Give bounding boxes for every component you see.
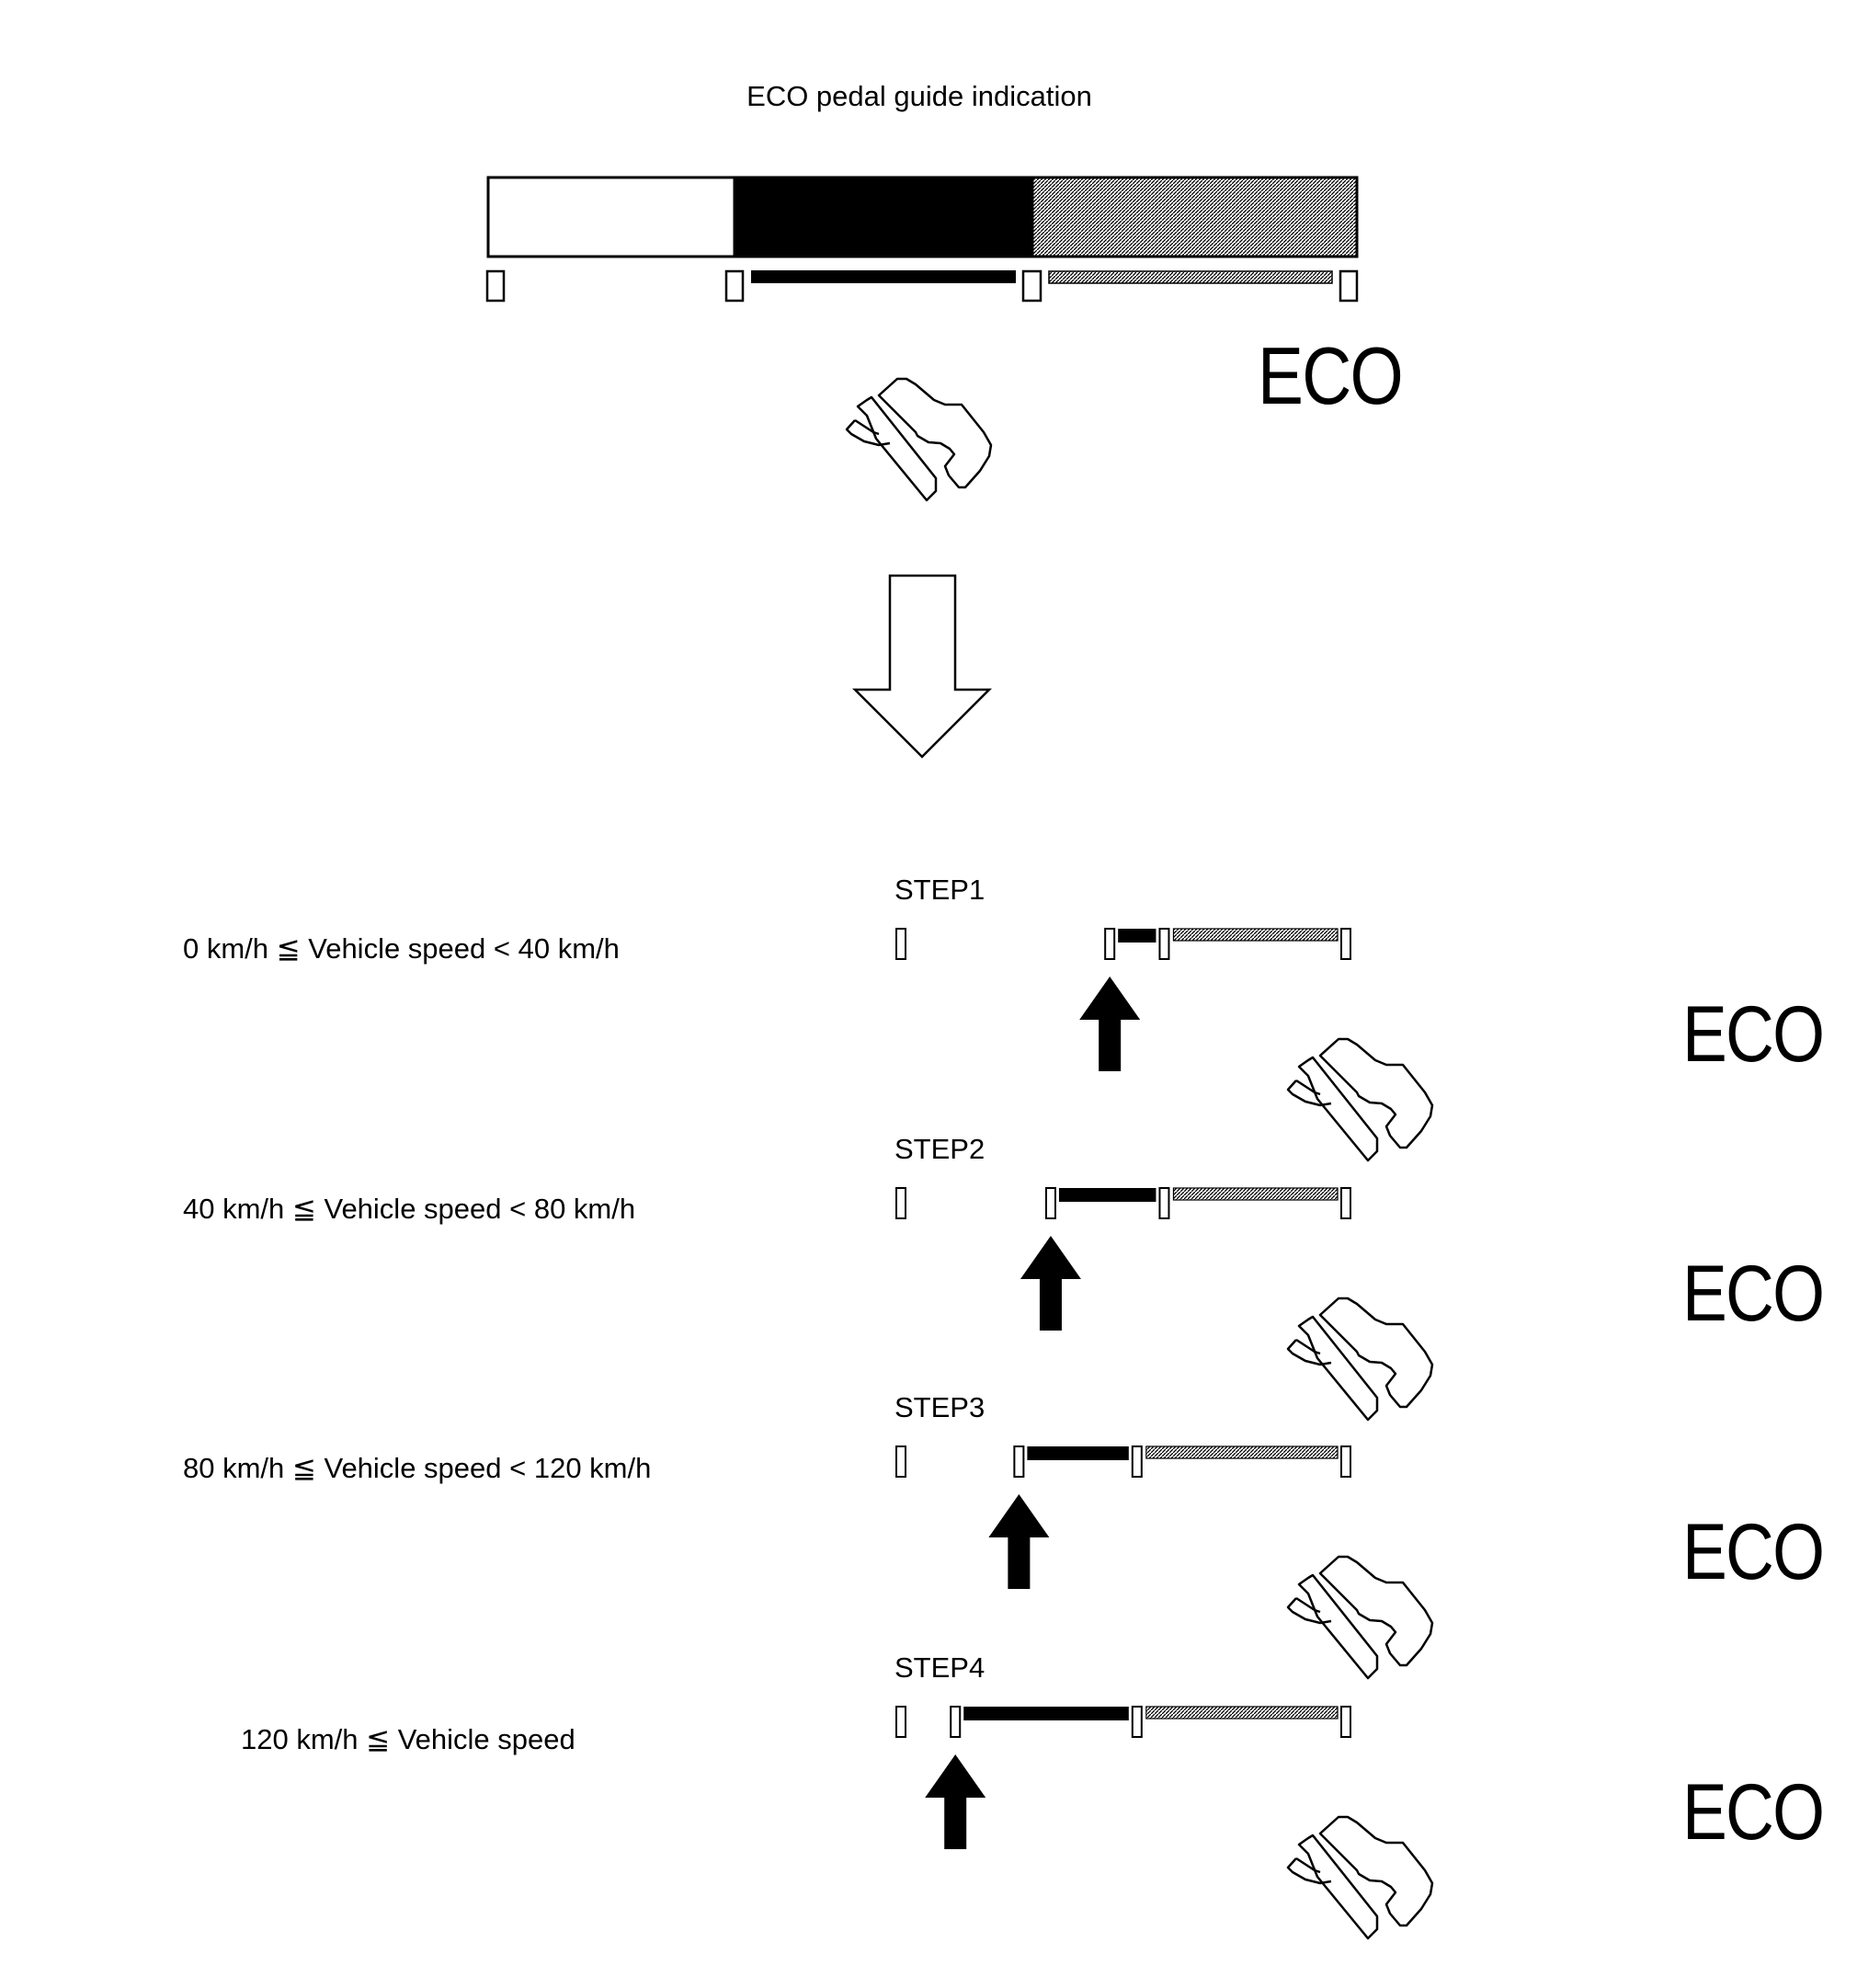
- eco-label: ECO: [1682, 1508, 1825, 1596]
- step-label: STEP4: [894, 1651, 985, 1684]
- speed-condition: 80 km/h ≦ Vehicle speed < 120 km/h: [183, 1452, 652, 1484]
- scale-marker: [895, 928, 906, 960]
- up-arrow-icon: [1020, 1236, 1081, 1331]
- step-label: STEP3: [894, 1391, 985, 1423]
- scale-marker: [1339, 269, 1359, 303]
- accelerator-pedal-icon: [1286, 1815, 1434, 1940]
- scale-marker: [895, 1706, 906, 1738]
- speed-condition: 40 km/h ≦ Vehicle speed < 80 km/h: [183, 1193, 636, 1225]
- eco-label: ECO: [1682, 1250, 1825, 1338]
- eco-range-bar: [1145, 1445, 1339, 1459]
- eco-range-bar: [1048, 270, 1333, 284]
- accelerator-pedal-icon: [1286, 1555, 1434, 1680]
- guide-range-bar: [1118, 929, 1156, 943]
- scale-marker: [1158, 1187, 1170, 1219]
- eco-indicator-label: ECO: [1258, 330, 1404, 421]
- scale-marker: [1044, 1187, 1056, 1219]
- accelerator-pedal-icon: [845, 377, 993, 502]
- bar-outline: [486, 176, 1359, 258]
- bar-segment-eco: [1031, 176, 1359, 258]
- scale-marker: [1340, 1187, 1351, 1219]
- scale-marker: [724, 269, 745, 303]
- accelerator-pedal-icon: [1286, 1037, 1434, 1162]
- diagram-title: ECO pedal guide indication: [746, 80, 1092, 112]
- guide-range-bar: [751, 270, 1016, 283]
- up-arrow-icon: [1079, 977, 1141, 1071]
- scale-marker: [485, 269, 506, 303]
- bar-segment-unused: [486, 176, 736, 258]
- scale-marker: [1013, 1445, 1025, 1478]
- eco-range-bar: [1172, 1187, 1339, 1201]
- up-arrow-icon: [988, 1494, 1050, 1589]
- guide-range-bar: [1027, 1446, 1129, 1460]
- step-label: STEP2: [894, 1133, 985, 1165]
- scale-marker: [1021, 269, 1042, 303]
- scale-marker: [1131, 1706, 1143, 1738]
- eco-label: ECO: [1682, 990, 1825, 1079]
- scale-marker: [1340, 1445, 1351, 1478]
- guide-range-bar: [1058, 1188, 1156, 1202]
- eco-range-bar: [1172, 928, 1339, 942]
- scale-marker: [1158, 928, 1170, 960]
- scale-marker: [895, 1445, 906, 1478]
- up-arrow-icon: [925, 1754, 986, 1849]
- steps-layer: [895, 928, 1434, 1940]
- guide-range-bar: [963, 1707, 1129, 1720]
- accelerator-pedal-icon: [1286, 1297, 1434, 1422]
- speed-condition: 0 km/h ≦ Vehicle speed < 40 km/h: [183, 932, 620, 965]
- scale-marker: [1340, 1706, 1351, 1738]
- scale-marker: [1131, 1445, 1143, 1478]
- speed-condition: 120 km/h ≦ Vehicle speed: [241, 1723, 575, 1755]
- indicator-scale: [485, 269, 1359, 303]
- eco-label: ECO: [1682, 1768, 1825, 1857]
- down-arrow-icon: [851, 574, 993, 759]
- scale-marker: [895, 1187, 906, 1219]
- step-label: STEP1: [894, 874, 985, 906]
- scale-marker: [950, 1706, 962, 1738]
- scale-marker: [1340, 928, 1351, 960]
- bar-segment-guide: [735, 177, 1032, 257]
- scale-marker: [1104, 928, 1116, 960]
- eco-indicator-bar: [486, 176, 1359, 258]
- eco-range-bar: [1145, 1706, 1339, 1720]
